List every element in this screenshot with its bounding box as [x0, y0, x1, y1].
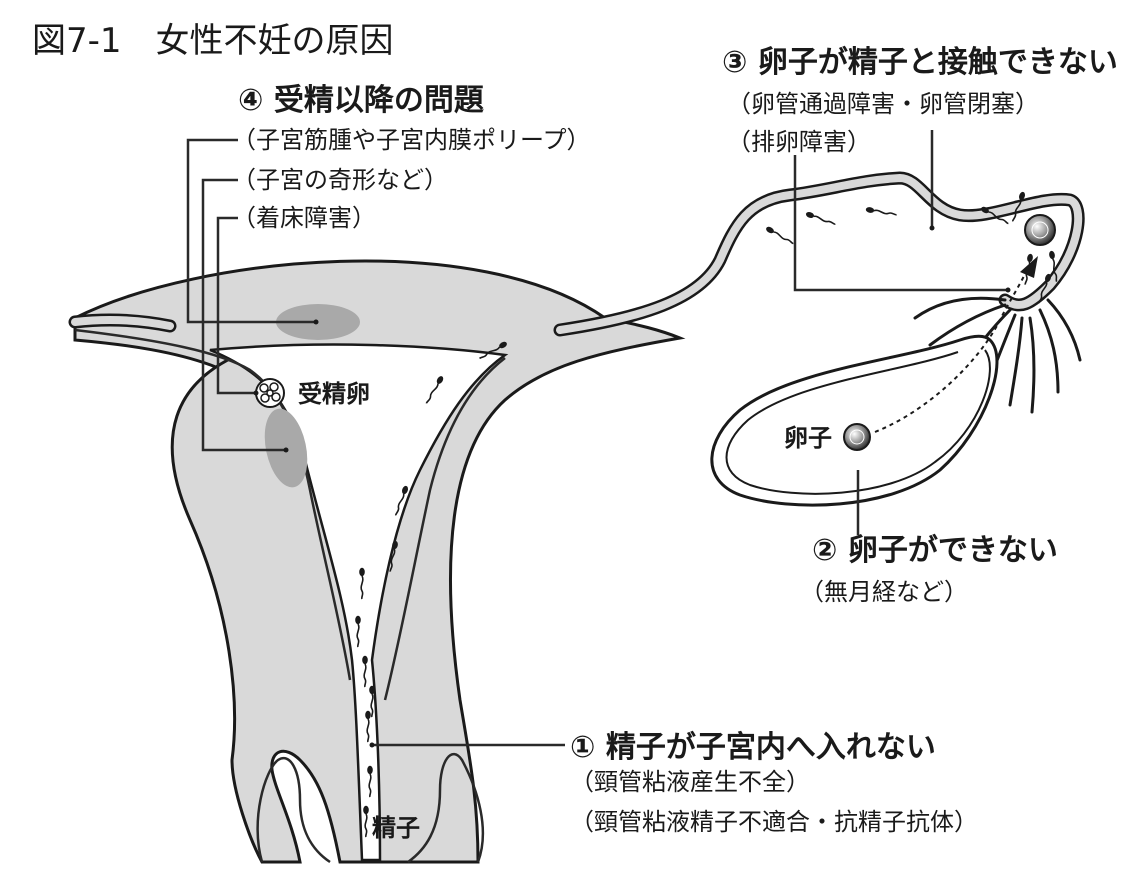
- sperm-cell: [1049, 250, 1058, 283]
- cause1-heading: ① 精子が子宮内へ入れない: [570, 730, 936, 765]
- ovulation-path: [874, 267, 1029, 433]
- egg-in-tube: [1024, 214, 1056, 246]
- fertilized-egg-label: 受精卵: [298, 380, 370, 408]
- uterine-cavity: [209, 343, 509, 862]
- sperm-cell: [367, 765, 373, 798]
- sperm-cell: [365, 710, 371, 743]
- sperm-cell: [389, 540, 398, 572]
- leader-myoma: [186, 138, 316, 324]
- right-wall-line: [383, 357, 506, 701]
- sperm-cell: [425, 376, 444, 404]
- sperm-cell: [363, 805, 369, 838]
- cause3-detail-1: （卵管通過障害・卵管閉塞）: [727, 90, 1039, 118]
- egg-label: 卵子: [784, 424, 832, 452]
- sperm-cell: [1024, 253, 1033, 285]
- cause3-heading: ③ 卵子が精子と接触できない: [722, 45, 1118, 80]
- cause2-detail-1: （無月経など）: [800, 578, 968, 606]
- cause4-detail-1: （子宮筋腫や子宮内膜ポリープ）: [232, 126, 591, 154]
- fornix-left: [256, 757, 331, 864]
- ovary: [710, 334, 999, 507]
- leader-implantation: [216, 216, 256, 395]
- sperm-group: [355, 191, 1058, 838]
- cause3-detail-2: （排卵障害）: [727, 128, 871, 156]
- sperm-cell: [766, 226, 794, 245]
- cause2-heading: ② 卵子ができない: [812, 533, 1058, 568]
- sperm-cell: [359, 567, 365, 600]
- sperm-label: 精子: [372, 814, 420, 842]
- sperm-cell: [1011, 191, 1025, 222]
- egg-in-ovary: [843, 423, 871, 451]
- fertilized-egg: [255, 378, 285, 408]
- sperm-cell: [865, 207, 897, 216]
- sperm-cell: [981, 206, 1009, 225]
- sperm-cell: [355, 615, 361, 648]
- sperm-cell: [369, 685, 375, 718]
- fornix-right: [407, 753, 485, 864]
- cause4-heading: ④ 受精以降の問題: [238, 83, 484, 118]
- leader-malformation: [201, 178, 286, 452]
- cause4-detail-2: （子宮の奇形など）: [232, 166, 448, 194]
- sperm-cell: [805, 212, 836, 226]
- cause1-detail-1: （頸管粘液産生不全）: [570, 768, 810, 796]
- leader-ovulation: [793, 155, 1008, 292]
- figure-title: 図7-1 女性不妊の原因: [32, 21, 394, 61]
- sperm-cell: [1037, 273, 1051, 304]
- sperm-cell: [394, 485, 408, 516]
- sperm-cell: [362, 655, 368, 688]
- cause1-detail-2: （頸管粘液精子不適合・抗精子抗体）: [570, 808, 978, 836]
- cause4-detail-3: （着床障害）: [232, 204, 376, 232]
- sperm-cell: [478, 341, 507, 360]
